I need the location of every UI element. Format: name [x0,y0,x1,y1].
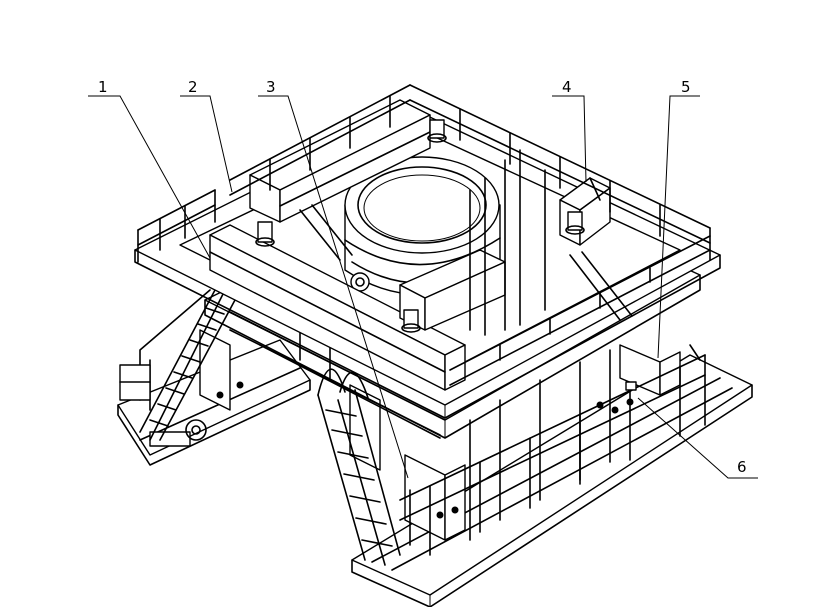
callout-label-3: 3 [266,78,276,96]
callout-label-6: 6 [737,458,747,476]
callout-label-1: 1 [98,78,108,96]
front-stair [317,368,411,566]
leader-5 [657,95,700,359]
callout-labels: 1 2 3 4 5 6 [98,78,747,476]
leader-4 [552,95,587,183]
main-beams [209,99,633,391]
jacks [255,119,585,333]
callout-label-5: 5 [681,78,691,96]
support-columns [199,329,681,541]
leader-1 [88,95,211,259]
top-railing [137,84,711,386]
callout-label-2: 2 [188,78,198,96]
lower-railing [399,344,706,556]
leader-3 [258,95,409,479]
base-fixtures [216,381,634,519]
callout-leaders [88,95,758,479]
leader-6 [637,397,758,479]
leader-2 [180,95,233,193]
callout-label-4: 4 [562,78,572,96]
